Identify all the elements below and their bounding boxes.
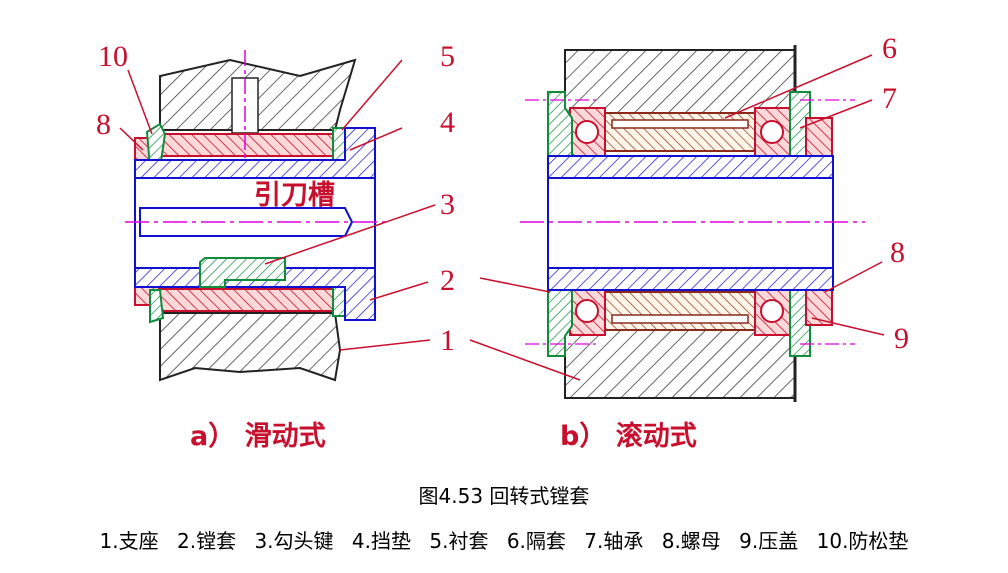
hook-key bbox=[199, 257, 286, 288]
legend-item: 3.勾头键 bbox=[254, 529, 334, 553]
liner-upper bbox=[157, 133, 339, 157]
left-callouts: 10 8 5 4 3 2 1 bbox=[96, 40, 455, 357]
right-leader-lines bbox=[469, 54, 885, 381]
legend-item: 2.镗套 bbox=[177, 529, 237, 553]
callout-1: 1 bbox=[440, 324, 455, 357]
legend-item: 6.隔套 bbox=[506, 529, 566, 553]
callout-6: 6 bbox=[882, 32, 897, 65]
legend-item: 9.压盖 bbox=[739, 529, 799, 553]
callout-8-left: 8 bbox=[96, 108, 111, 141]
subtitle-sliding: a） 滑动式 bbox=[190, 421, 326, 452]
sleeve-right-lower bbox=[547, 267, 834, 291]
rolling-type-drawing bbox=[520, 45, 865, 402]
groove-label: 引刀槽 bbox=[254, 180, 335, 211]
nut-upper bbox=[805, 117, 833, 159]
figure-legend: 1.支座 2.镗套 3.勾头键 4.挡垫 5.衬套 6.隔套 7.轴承 8.螺母… bbox=[0, 525, 1008, 554]
callout-10: 10 bbox=[98, 40, 128, 73]
sleeve-right-upper bbox=[547, 155, 834, 179]
figure-title: 图4.53 回转式镗套 bbox=[418, 484, 590, 508]
subtitle-rolling: b） 滚动式 bbox=[560, 420, 697, 452]
callout-2: 2 bbox=[440, 264, 455, 297]
support-lower bbox=[159, 312, 342, 382]
left-leader-lines bbox=[119, 59, 436, 351]
spacer-upper bbox=[604, 112, 756, 152]
callout-3: 3 bbox=[440, 188, 455, 221]
callout-4: 4 bbox=[440, 106, 455, 139]
right-callouts: 6 7 8 9 bbox=[882, 32, 909, 355]
callout-7: 7 bbox=[882, 82, 897, 115]
legend-item: 1.支座 bbox=[99, 529, 159, 553]
spacer-lower bbox=[604, 291, 756, 331]
legend-item: 10.防松垫 bbox=[816, 529, 909, 553]
callout-9: 9 bbox=[894, 322, 909, 355]
legend-item: 5.衬套 bbox=[429, 529, 489, 553]
liner-lower bbox=[157, 288, 339, 312]
callout-8-right: 8 bbox=[890, 236, 905, 269]
callout-5: 5 bbox=[440, 40, 455, 73]
sliding-type-drawing bbox=[125, 50, 390, 382]
legend-item: 8.螺母 bbox=[661, 529, 721, 553]
legend-item: 7.轴承 bbox=[584, 529, 644, 553]
legend-item: 4.挡垫 bbox=[351, 529, 411, 553]
